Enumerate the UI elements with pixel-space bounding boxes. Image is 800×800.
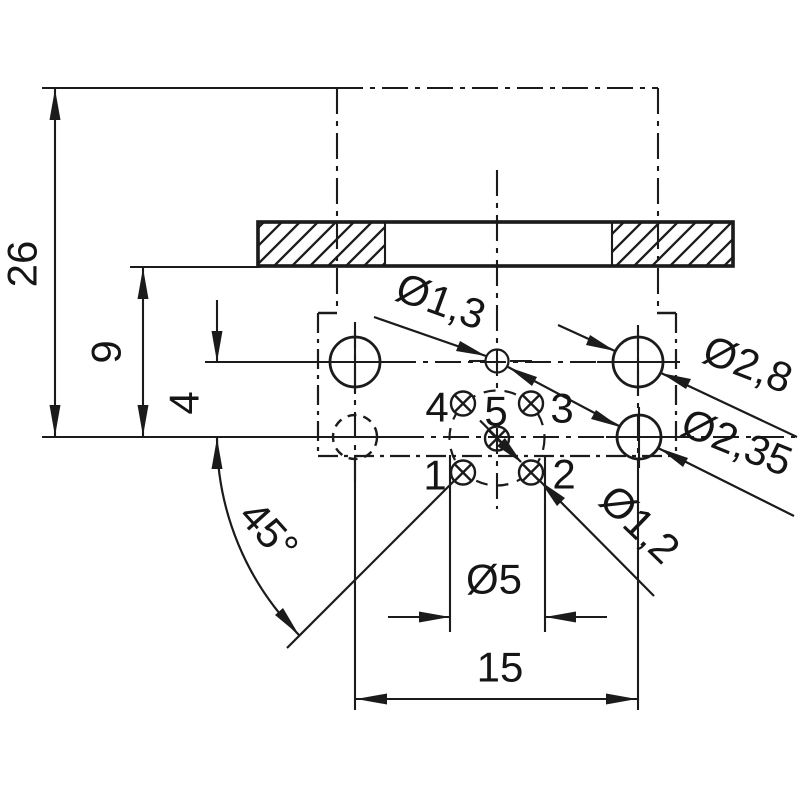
dim-9-label: 9 (83, 340, 130, 363)
arrow-dia12-lower (540, 481, 565, 506)
pin-4-symbol (449, 390, 477, 417)
dim-26-label: 26 (0, 241, 46, 288)
body-outline (316, 311, 678, 458)
arrow-angle-arc-top (211, 438, 223, 469)
pin-1-label: 1 (423, 452, 446, 499)
pin-2-symbol (517, 459, 545, 486)
arrow-9-bottom (137, 405, 149, 436)
pin-2-label: 2 (552, 451, 575, 498)
arrow-dia235-upper (591, 410, 620, 427)
dim-dia12-label: Ø1,2 (591, 475, 689, 572)
arrow-dia13-left (456, 341, 486, 356)
arrow-15-right (606, 693, 637, 705)
pin-3-label: 3 (550, 385, 573, 432)
dim-dia28-label: Ø2,8 (697, 326, 799, 403)
dim-4-label: 4 (161, 391, 208, 414)
arrow-dia12-upper (497, 438, 522, 463)
holes (328, 335, 665, 461)
arrow-dia28-upper (586, 335, 615, 351)
hole-top-left (328, 335, 382, 389)
flange-section (256, 220, 735, 268)
arrow-9-top (137, 268, 149, 299)
hole-bottom-left-hidden (331, 413, 379, 461)
dim-dia235-label: Ø2,35 (675, 399, 799, 485)
pin-group (449, 390, 545, 486)
flange-outline-stroke (256, 220, 735, 268)
hatch-right (612, 222, 733, 266)
arrow-pitch-right (545, 611, 576, 623)
dim-45deg-label: 45° (230, 492, 307, 571)
pin-labels: 1 2 3 4 5 (423, 384, 575, 499)
hole-top-right (611, 335, 665, 389)
hatch-left (258, 222, 385, 266)
dimension-labels: 26 9 4 45° Ø1,3 Ø2,8 Ø2,35 Ø1,2 Ø5 15 (0, 241, 799, 691)
arrow-pitch-left (419, 611, 450, 623)
arrow-angle-arc-bottom (275, 608, 299, 635)
dimension-lines (42, 86, 680, 710)
arrow-15-left (356, 693, 387, 705)
dim-dia5-label: Ø5 (466, 556, 522, 603)
arrow-dia28-lower (661, 373, 691, 389)
hole-center-small (484, 348, 510, 374)
arrow-dia235-lower (659, 448, 688, 467)
arrowheads (49, 89, 691, 705)
arrow-26-bottom (49, 405, 61, 436)
pin-3-symbol (517, 390, 545, 417)
pin-5-label: 5 (484, 388, 507, 435)
pin-1-symbol (449, 459, 477, 486)
dim-15-label: 15 (477, 644, 524, 691)
hole-bottom-right (615, 413, 663, 461)
angle-reference-line (286, 480, 455, 649)
pin-4-label: 4 (425, 384, 448, 431)
arrow-dia13-right (508, 367, 537, 386)
arrow-4-top (211, 331, 223, 362)
arrow-26-top (49, 89, 61, 120)
